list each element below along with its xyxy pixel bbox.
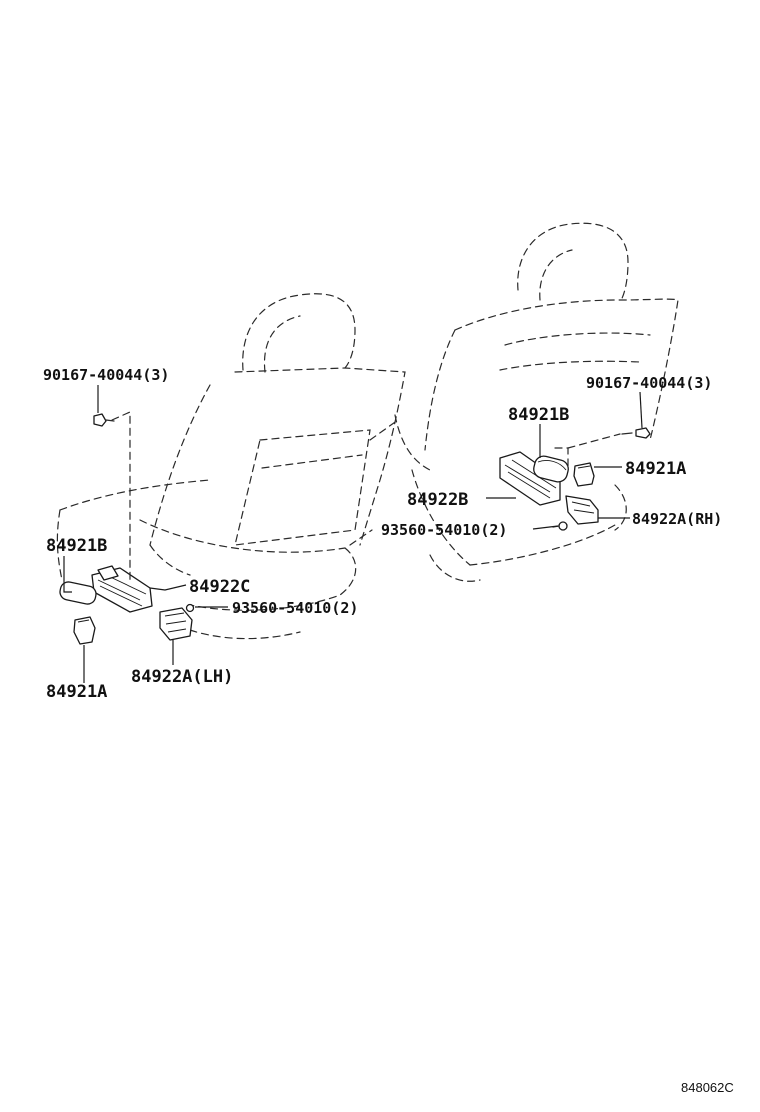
left-screw <box>185 603 195 613</box>
label-right-bolt: 90167-40044(3) <box>586 374 712 392</box>
label-left-84921b: 84921B <box>46 536 107 556</box>
label-right-84921a: 84921A <box>625 459 686 479</box>
label-left-bolt: 90167-40044(3) <box>43 366 169 384</box>
right-switch-84922a <box>565 495 599 525</box>
label-left-84922c: 84922C <box>189 577 250 597</box>
right-bolt <box>621 427 651 439</box>
left-switch-bezel-84922c <box>91 565 153 613</box>
right-switch-bezel-84922b <box>499 451 561 506</box>
right-knob-84921a <box>573 462 595 487</box>
left-knob-84921a <box>73 616 96 645</box>
left-bolt <box>93 413 115 427</box>
label-left-84921a: 84921A <box>46 682 107 702</box>
label-right-84921b: 84921B <box>508 405 569 425</box>
figure-code: 848062C <box>681 1080 734 1095</box>
left-switch-84922a <box>159 607 193 641</box>
label-left-screw: 93560-54010(2) <box>232 599 358 617</box>
label-right-84922a: 84922A(RH) <box>632 510 722 528</box>
left-knob-84921b <box>59 581 97 605</box>
right-seat-outline <box>349 222 679 582</box>
left-seat-outline <box>56 293 406 640</box>
label-right-screw: 93560-54010(2) <box>381 521 507 539</box>
left-assembly-line <box>111 411 131 581</box>
label-left-84922a: 84922A(LH) <box>131 667 233 687</box>
label-right-84922b: 84922B <box>407 490 468 510</box>
right-knob-84921b <box>533 455 569 483</box>
leader-lines <box>63 385 643 683</box>
